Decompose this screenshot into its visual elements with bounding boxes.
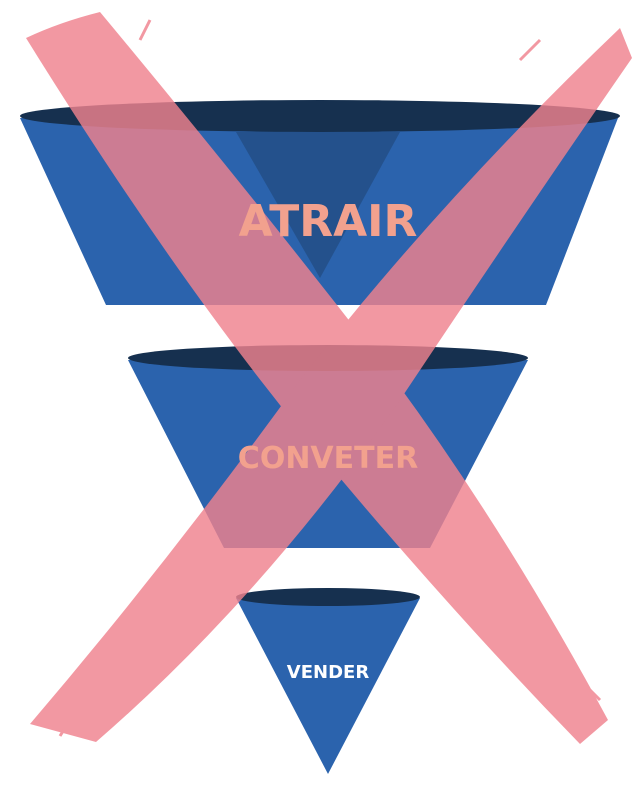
funnel-stage-vender: [236, 588, 420, 774]
stage-label-conveter: CONVETER: [238, 441, 418, 476]
funnel-stage-atrair-inner: [236, 132, 400, 278]
funnel-stage-vender-rim: [236, 588, 420, 606]
stage-label-atrair: ATRAIR: [239, 196, 418, 247]
brush-stroke-x-icon: [26, 12, 632, 744]
stage-label-vender: VENDER: [287, 662, 370, 683]
cross-stroke-ascending: [30, 28, 632, 742]
funnel-stage-vender-body: [236, 598, 420, 774]
cross-brush-streak: [50, 19, 602, 737]
